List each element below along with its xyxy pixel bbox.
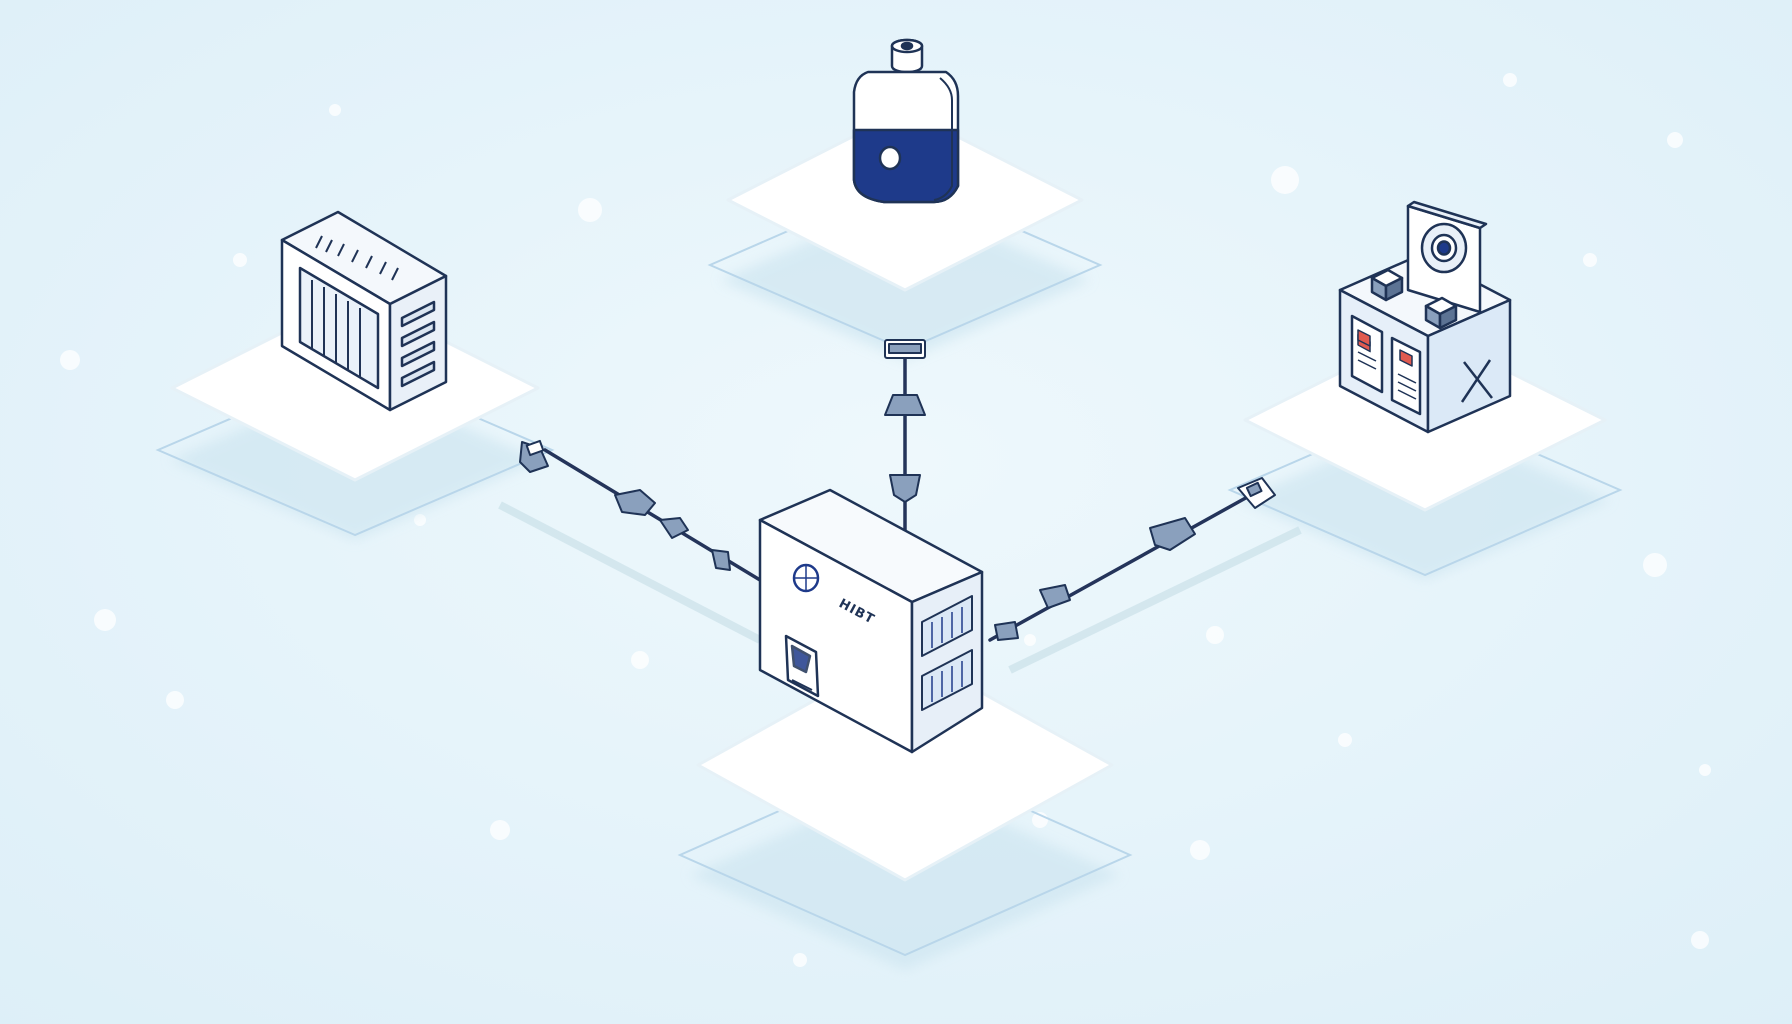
connectors <box>519 339 1276 641</box>
wrench-icon <box>1460 359 1493 403</box>
platform-hub <box>677 648 1133 970</box>
connector-icon <box>1039 584 1071 609</box>
workstation-console-icon <box>1338 200 1512 434</box>
bottle-device-icon <box>852 38 960 204</box>
server-cabinet-icon: HIBT <box>758 488 984 754</box>
plug-icon <box>525 439 545 457</box>
connector-icon <box>889 474 921 503</box>
globe-icon <box>792 563 820 593</box>
connector-icon <box>884 394 926 416</box>
connector-icon <box>614 489 656 516</box>
connector-icon <box>1149 517 1196 551</box>
cable-shadows <box>498 501 1302 674</box>
connector-icon <box>659 517 689 539</box>
background-particles <box>60 73 1711 967</box>
connector-icon <box>711 549 731 571</box>
cable-hub-to-right <box>988 488 1262 642</box>
server-rack-icon <box>280 210 448 412</box>
connector-icon <box>994 621 1019 641</box>
